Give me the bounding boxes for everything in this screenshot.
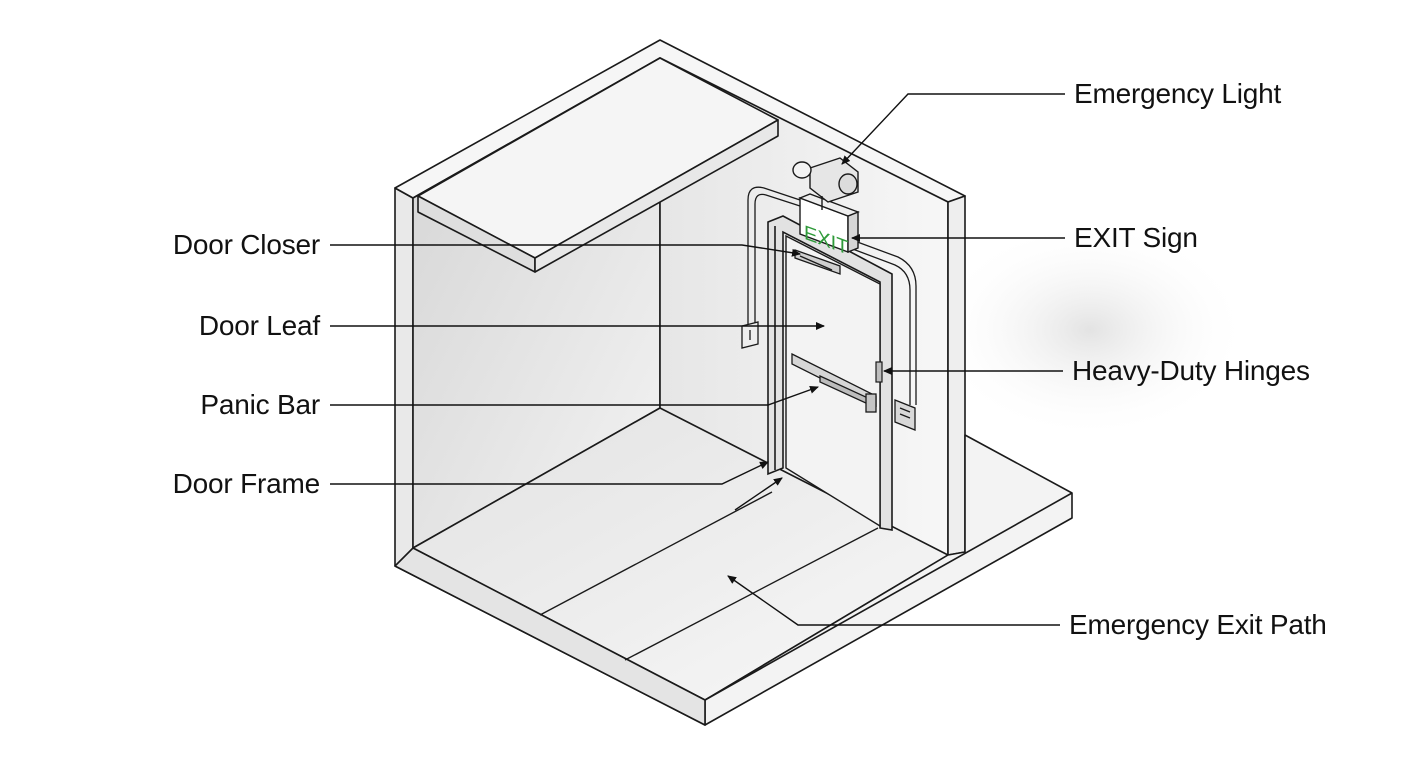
leader-emergency-exit-path <box>727 575 1060 626</box>
label-door-frame: Door Frame <box>172 468 321 499</box>
hinges <box>875 361 883 383</box>
leader-door-frame <box>330 461 769 485</box>
ceiling-slab <box>417 57 779 273</box>
label-emergency-light: Emergency Light <box>1074 78 1282 109</box>
label-exit-sign: EXIT Sign <box>1074 222 1198 253</box>
exit-path-band <box>539 491 879 661</box>
label-emergency-exit-path: Emergency Exit Path <box>1069 609 1327 640</box>
emergency-light <box>792 157 859 210</box>
label-heavy-duty-hinges: Heavy-Duty Hinges <box>1072 355 1310 386</box>
leader-panic-bar <box>330 385 819 406</box>
panic-bar <box>791 352 877 413</box>
label-door-leaf: Door Leaf <box>198 310 320 341</box>
exit-sign: EXIT <box>798 193 860 260</box>
control-box <box>894 399 916 431</box>
leader-door-frame-2 <box>734 477 783 511</box>
cast-shadow <box>930 220 1250 440</box>
leader-lines <box>330 93 1065 626</box>
leader-door-closer <box>330 244 801 257</box>
leader-emergency-light <box>841 93 1065 165</box>
wall-switch-box <box>741 321 759 349</box>
label-panic-bar: Panic Bar <box>200 389 320 420</box>
conduit <box>747 186 917 405</box>
label-door-closer: Door Closer <box>172 229 320 260</box>
